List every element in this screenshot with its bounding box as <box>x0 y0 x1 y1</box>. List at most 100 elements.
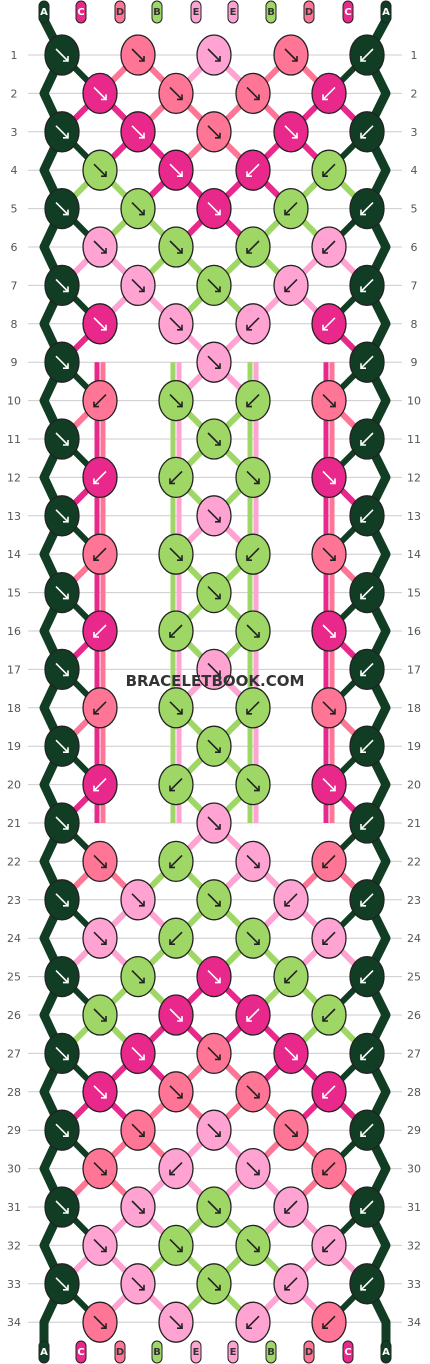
knot <box>44 1186 80 1228</box>
knot-arrow-head <box>254 1169 260 1176</box>
knot <box>349 264 385 307</box>
knot-arrow-icon <box>246 470 260 484</box>
knot-arrow-head <box>101 939 107 946</box>
knot-arrow-icon <box>284 125 298 139</box>
knot-arrow-head <box>139 132 145 139</box>
knot-arrow-icon <box>55 970 69 984</box>
knot-arrow-icon <box>246 317 260 331</box>
knot-arrow-icon <box>360 432 374 446</box>
row-number-left: 6 <box>11 241 18 254</box>
strand-label-bottom: A <box>380 1340 392 1364</box>
knot-arrow-head <box>101 1323 107 1329</box>
knot-arrow-icon <box>207 893 221 907</box>
row-number-left: 22 <box>7 855 21 868</box>
knot <box>82 72 118 115</box>
knot-arrow-icon <box>55 202 69 216</box>
knot-arrow-icon <box>246 701 260 715</box>
knot-arrow-head <box>330 708 336 715</box>
knot-arrow-head <box>360 1284 366 1291</box>
knot <box>235 610 271 652</box>
knot-arrow-icon <box>246 547 260 561</box>
strand-letter: B <box>267 1347 275 1358</box>
knot-arrow-icon <box>284 893 298 907</box>
strand-label-bottom: A <box>38 1340 50 1364</box>
knot <box>82 1147 118 1190</box>
knot <box>349 1263 385 1305</box>
knot-arrow-head <box>177 708 183 715</box>
knot-arrow-icon <box>207 355 221 369</box>
knot <box>273 111 309 153</box>
row-number-right: 25 <box>407 971 421 984</box>
strand-letter: D <box>305 1347 313 1358</box>
knot-arrow-icon <box>55 432 69 446</box>
strand-letter: D <box>116 1347 124 1358</box>
knot <box>120 1032 156 1075</box>
row-number-left: 19 <box>7 740 21 753</box>
strand-label-top: C <box>75 0 87 24</box>
knot-arrow-icon <box>169 317 183 331</box>
knot-arrow-icon <box>360 893 374 907</box>
strand-label-top: D <box>303 0 315 24</box>
knot-arrow-head <box>322 171 328 177</box>
knot-arrow-icon <box>169 854 183 868</box>
knot-arrow-icon <box>360 509 374 523</box>
row-number-left: 2 <box>11 87 18 100</box>
knot-arrow-head <box>330 401 336 408</box>
knot <box>196 341 232 383</box>
knot-arrow-head <box>215 593 221 600</box>
knot-arrow-icon <box>93 1008 107 1022</box>
knot-arrow-head <box>360 1054 366 1061</box>
knot-arrow-head <box>284 1208 290 1214</box>
row-number-left: 21 <box>7 817 21 830</box>
knot-arrow-icon <box>322 854 336 868</box>
knot-arrow-head <box>322 94 328 101</box>
knot-arrow-icon <box>131 48 145 62</box>
knot-arrow-head <box>360 1208 366 1214</box>
knot-arrow-head <box>284 209 290 216</box>
strand-letter: A <box>40 1347 48 1358</box>
knot-arrow-icon <box>284 970 298 984</box>
knot-arrow-icon <box>207 1123 221 1137</box>
knot-arrow-icon <box>131 1046 145 1060</box>
knot-arrow-icon <box>246 86 260 100</box>
knot <box>158 994 194 1036</box>
knot <box>196 648 232 691</box>
knot-arrow-icon <box>207 48 221 62</box>
knot-arrow-head <box>63 900 69 907</box>
row-number-left: 4 <box>11 164 18 177</box>
knot <box>158 763 194 806</box>
knot-arrow-head <box>360 1131 366 1137</box>
knot <box>44 264 80 307</box>
row-number-right: 20 <box>407 779 421 792</box>
row-number-left: 11 <box>7 433 21 446</box>
strand-label-top: A <box>38 0 50 24</box>
knot-arrow-icon <box>246 240 260 254</box>
knot-arrow-icon <box>322 1085 336 1099</box>
knot-arrow-head <box>322 939 328 946</box>
knot-arrow-icon <box>93 86 107 100</box>
knot-arrow-icon <box>131 1123 145 1137</box>
knot-arrow-icon <box>207 125 221 139</box>
row-number-left: 31 <box>7 1201 21 1214</box>
row-number-left: 13 <box>7 510 21 523</box>
knot <box>82 303 118 345</box>
knot-arrow-icon <box>246 931 260 945</box>
knot-arrow-icon <box>93 1162 107 1176</box>
row-number-right: 4 <box>411 164 418 177</box>
strand-letter: A <box>382 7 390 18</box>
row-number-right: 8 <box>411 318 418 331</box>
knot-arrow-head <box>215 1054 221 1061</box>
knot <box>311 149 347 191</box>
knot-arrow-head <box>169 939 175 946</box>
strand-letter: E <box>193 7 200 18</box>
knot <box>196 879 232 921</box>
knot-arrow-icon <box>322 394 336 408</box>
strand-end <box>151 1340 163 1364</box>
knot-arrow-icon <box>360 662 374 676</box>
knot-arrow-head <box>169 862 175 869</box>
knot <box>44 571 80 614</box>
knot-arrow-head <box>63 1054 69 1061</box>
strand-label-top: A <box>380 0 392 24</box>
knot-arrow-icon <box>246 624 260 638</box>
knot-arrow-icon <box>55 739 69 753</box>
